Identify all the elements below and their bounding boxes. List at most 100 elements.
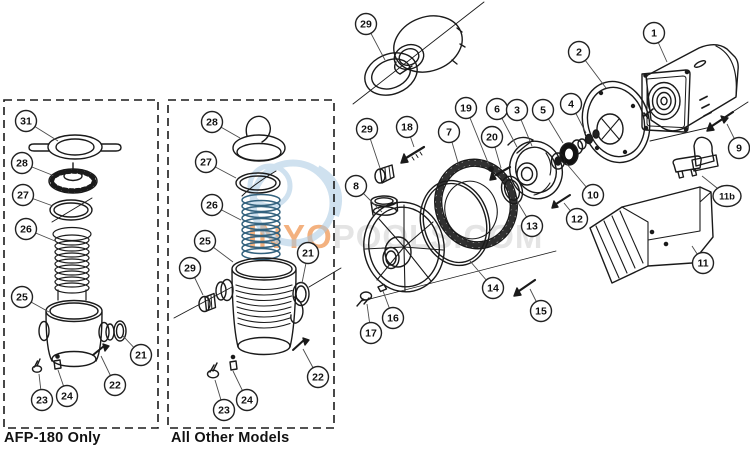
svg-text:14: 14 bbox=[487, 283, 499, 295]
svg-text:9: 9 bbox=[736, 143, 742, 155]
callout-5: 5 bbox=[533, 100, 564, 144]
part-drain-screw bbox=[93, 344, 109, 355]
svg-text:4: 4 bbox=[568, 99, 574, 111]
part-strainer-basket bbox=[53, 228, 91, 301]
callout-15: 15 bbox=[530, 289, 552, 322]
part-trap-cover bbox=[386, 7, 470, 82]
callout-11b: 11b bbox=[702, 176, 741, 207]
svg-text:23: 23 bbox=[218, 405, 230, 417]
svg-text:10: 10 bbox=[587, 190, 599, 202]
callout-7: 7 bbox=[439, 122, 460, 167]
svg-text:29: 29 bbox=[361, 124, 373, 136]
callout-17: 17 bbox=[361, 304, 382, 344]
callout-9: 9 bbox=[727, 124, 750, 159]
callout-19: 19 bbox=[456, 98, 490, 166]
part-cover-gasket bbox=[358, 45, 423, 102]
callout-3: 3 bbox=[507, 100, 533, 147]
svg-text:18: 18 bbox=[401, 122, 413, 134]
part-lid-oring-2 bbox=[236, 171, 280, 196]
callout-2: 2 bbox=[569, 42, 607, 89]
callout-18: 18 bbox=[397, 117, 418, 148]
callout-29: 29 bbox=[357, 119, 381, 169]
part-lid-with-handle bbox=[233, 116, 285, 161]
svg-text:3: 3 bbox=[514, 105, 520, 117]
box-afp180 bbox=[4, 100, 158, 428]
section-label-afp180: AFP-180 Only bbox=[4, 430, 101, 446]
callout-11: 11 bbox=[692, 246, 714, 274]
callout-12: 12 bbox=[564, 203, 588, 230]
part-pump-pot bbox=[39, 301, 114, 367]
svg-text:26: 26 bbox=[206, 200, 218, 212]
callout-29: 29 bbox=[180, 258, 204, 296]
callout-25: 25 bbox=[195, 231, 234, 263]
callout-16: 16 bbox=[383, 291, 404, 329]
callout-14: 14 bbox=[470, 261, 504, 299]
part-drain-plug-2 bbox=[174, 287, 232, 318]
svg-text:12: 12 bbox=[571, 214, 583, 226]
part-screw-small-2 bbox=[208, 363, 219, 378]
svg-text:25: 25 bbox=[199, 236, 211, 248]
svg-text:28: 28 bbox=[16, 158, 28, 170]
svg-text:20: 20 bbox=[486, 132, 498, 144]
callout-27: 27 bbox=[13, 185, 54, 207]
svg-text:6: 6 bbox=[494, 104, 500, 116]
callout-26: 26 bbox=[16, 219, 56, 242]
svg-text:24: 24 bbox=[241, 395, 253, 407]
svg-text:21: 21 bbox=[135, 350, 147, 362]
part-screw-12 bbox=[552, 195, 570, 208]
callout-13: 13 bbox=[517, 201, 543, 237]
part-plug-peg-2 bbox=[230, 355, 237, 370]
svg-text:22: 22 bbox=[109, 380, 121, 392]
svg-text:24: 24 bbox=[61, 391, 73, 403]
section-boxes bbox=[4, 100, 334, 428]
part-shaft-seal bbox=[560, 140, 583, 165]
callout-21: 21 bbox=[123, 336, 152, 366]
svg-text:28: 28 bbox=[206, 117, 218, 129]
part-drain-plug-volute bbox=[375, 165, 394, 183]
callout-21: 21 bbox=[298, 243, 319, 284]
callout-20: 20 bbox=[482, 127, 503, 169]
callout-25: 25 bbox=[12, 287, 50, 313]
svg-text:19: 19 bbox=[460, 103, 472, 115]
part-bolt-15 bbox=[514, 280, 535, 296]
callout-8: 8 bbox=[346, 176, 383, 213]
part-motor-bolt-9 bbox=[650, 102, 748, 141]
part-volute bbox=[356, 195, 453, 300]
svg-text:25: 25 bbox=[16, 292, 28, 304]
part-motor-base bbox=[590, 187, 713, 283]
svg-text:27: 27 bbox=[17, 190, 29, 202]
svg-text:27: 27 bbox=[200, 157, 212, 169]
watermark-swirl bbox=[250, 163, 339, 243]
svg-text:26: 26 bbox=[20, 224, 32, 236]
callout-24: 24 bbox=[233, 371, 258, 411]
callout-26: 26 bbox=[202, 195, 242, 221]
callout-10: 10 bbox=[566, 163, 604, 206]
svg-text:29: 29 bbox=[360, 19, 372, 31]
part-volute-screw bbox=[357, 292, 372, 306]
svg-text:1: 1 bbox=[651, 28, 657, 40]
svg-text:11: 11 bbox=[697, 258, 708, 270]
callout-6: 6 bbox=[487, 99, 518, 148]
box-other-models bbox=[168, 100, 334, 428]
part-lid-oring bbox=[50, 198, 92, 222]
callout-29: 29 bbox=[356, 14, 386, 61]
svg-text:5: 5 bbox=[540, 105, 546, 117]
part-seal-plate bbox=[574, 74, 659, 170]
svg-text:29: 29 bbox=[184, 263, 196, 275]
part-motor-clamp bbox=[673, 137, 718, 178]
callout-28: 28 bbox=[202, 112, 241, 139]
part-volute-nut bbox=[362, 251, 556, 301]
svg-text:31: 31 bbox=[20, 116, 32, 128]
callout-27: 27 bbox=[196, 152, 237, 179]
callout-28: 28 bbox=[12, 153, 53, 176]
svg-text:23: 23 bbox=[36, 395, 48, 407]
callout-4: 4 bbox=[561, 94, 587, 134]
svg-text:2: 2 bbox=[576, 47, 582, 59]
svg-text:13: 13 bbox=[526, 221, 538, 233]
callout-22: 22 bbox=[101, 356, 126, 396]
svg-text:11b: 11b bbox=[719, 192, 735, 203]
svg-text:21: 21 bbox=[302, 248, 314, 260]
